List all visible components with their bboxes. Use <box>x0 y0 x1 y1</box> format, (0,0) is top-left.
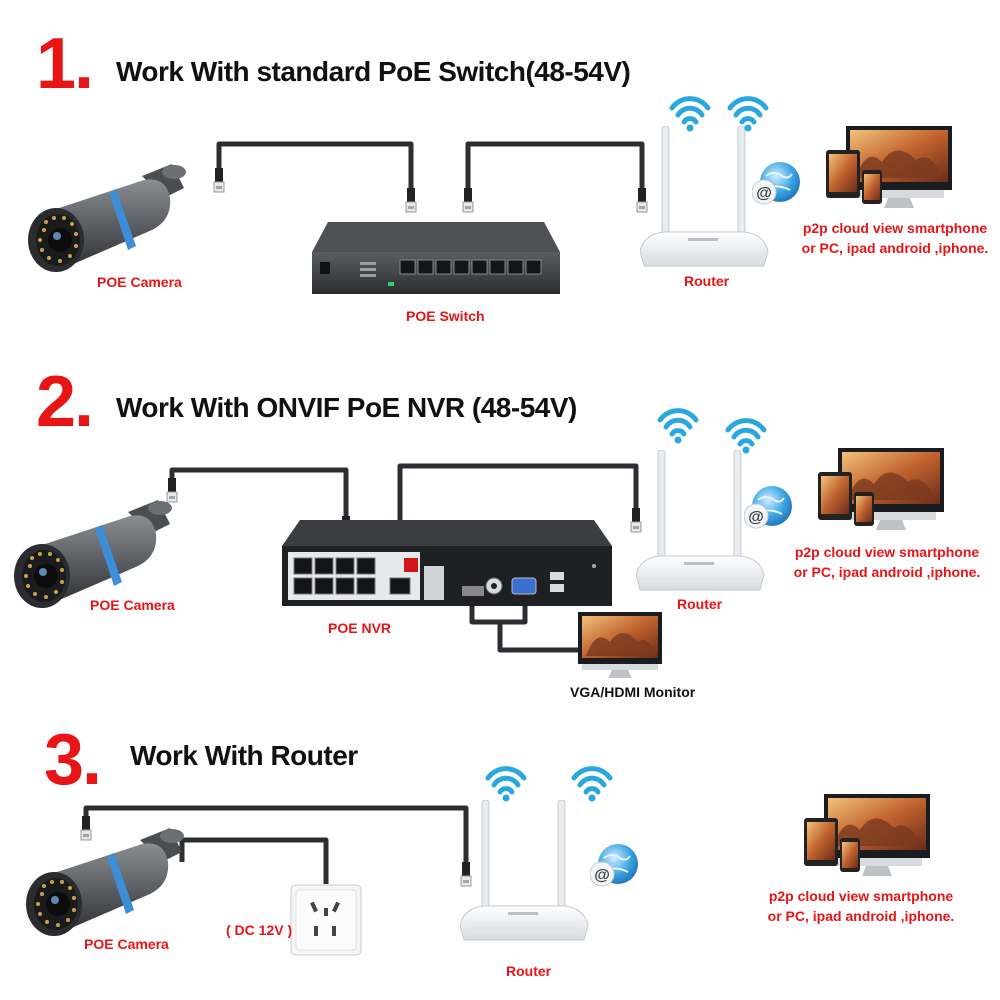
p2p-line-1: p2p cloud view smartphone <box>768 888 954 904</box>
wifi-icon <box>726 92 770 132</box>
wifi-icon <box>724 414 768 454</box>
power-label: ( DC 12V ) <box>226 922 293 938</box>
monitor-icon <box>578 612 662 678</box>
cloud-globe-icon <box>752 161 801 205</box>
router-label-3: Router <box>506 963 552 979</box>
p2p-line-2: or PC, ipad android ,iphone. <box>767 908 955 925</box>
router-label-2: Router <box>677 596 723 612</box>
step-title-2: Work With ONVIF PoE NVR (48-54V) <box>116 392 577 423</box>
p2p-caption-3: p2p cloud view smartphone or PC, ipad an… <box>756 886 966 927</box>
wifi-icon <box>656 404 700 444</box>
step-title-1: Work With standard PoE Switch(48-54V) <box>116 56 631 87</box>
p2p-caption-1: p2p cloud view smartphone or PC, ipad an… <box>790 218 1000 259</box>
step-title-3: Work With Router <box>130 740 358 771</box>
camera-label-2: POE Camera <box>90 597 175 613</box>
poe-switch-icon <box>312 222 560 294</box>
router-icon <box>640 126 769 267</box>
step-number-3: 3. <box>44 720 102 800</box>
bullet-camera-icon <box>26 828 184 936</box>
rj45-plug-icon <box>213 167 225 193</box>
p2p-caption-2: p2p cloud view smartphone or PC, ipad an… <box>782 542 992 583</box>
rj45-plug-icon <box>462 187 474 213</box>
step-number-1: 1. <box>36 24 94 104</box>
hub-label-1: POE Switch <box>406 308 485 324</box>
wifi-icon <box>484 762 528 802</box>
cloud-globe-icon <box>744 485 793 529</box>
step-number-2: 2. <box>36 362 94 442</box>
p2p-line-1: p2p cloud view smartphone <box>802 220 988 236</box>
wifi-icon <box>570 762 614 802</box>
camera-label-3: POE Camera <box>84 936 169 952</box>
wifi-icon <box>668 92 712 132</box>
devices-icon <box>818 448 944 530</box>
router-icon <box>460 800 589 941</box>
p2p-line-2: or PC, ipad android ,iphone. <box>793 564 981 581</box>
monitor-label: VGA/HDMI Monitor <box>570 684 696 700</box>
router-label-1: Router <box>684 273 730 289</box>
camera-label-1: POE Camera <box>97 274 182 290</box>
wall-socket-icon <box>290 884 362 956</box>
rj45-plug-icon <box>405 187 417 213</box>
devices-icon <box>826 126 952 208</box>
devices-icon <box>804 794 930 876</box>
cloud-globe-icon <box>590 843 639 887</box>
hub-label-2: POE NVR <box>328 620 392 636</box>
p2p-line-1: p2p cloud view smartphone <box>794 544 980 560</box>
nvr-icon <box>282 520 612 606</box>
bullet-camera-icon <box>28 164 186 272</box>
p2p-line-2: or PC, ipad android ,iphone. <box>801 240 989 257</box>
